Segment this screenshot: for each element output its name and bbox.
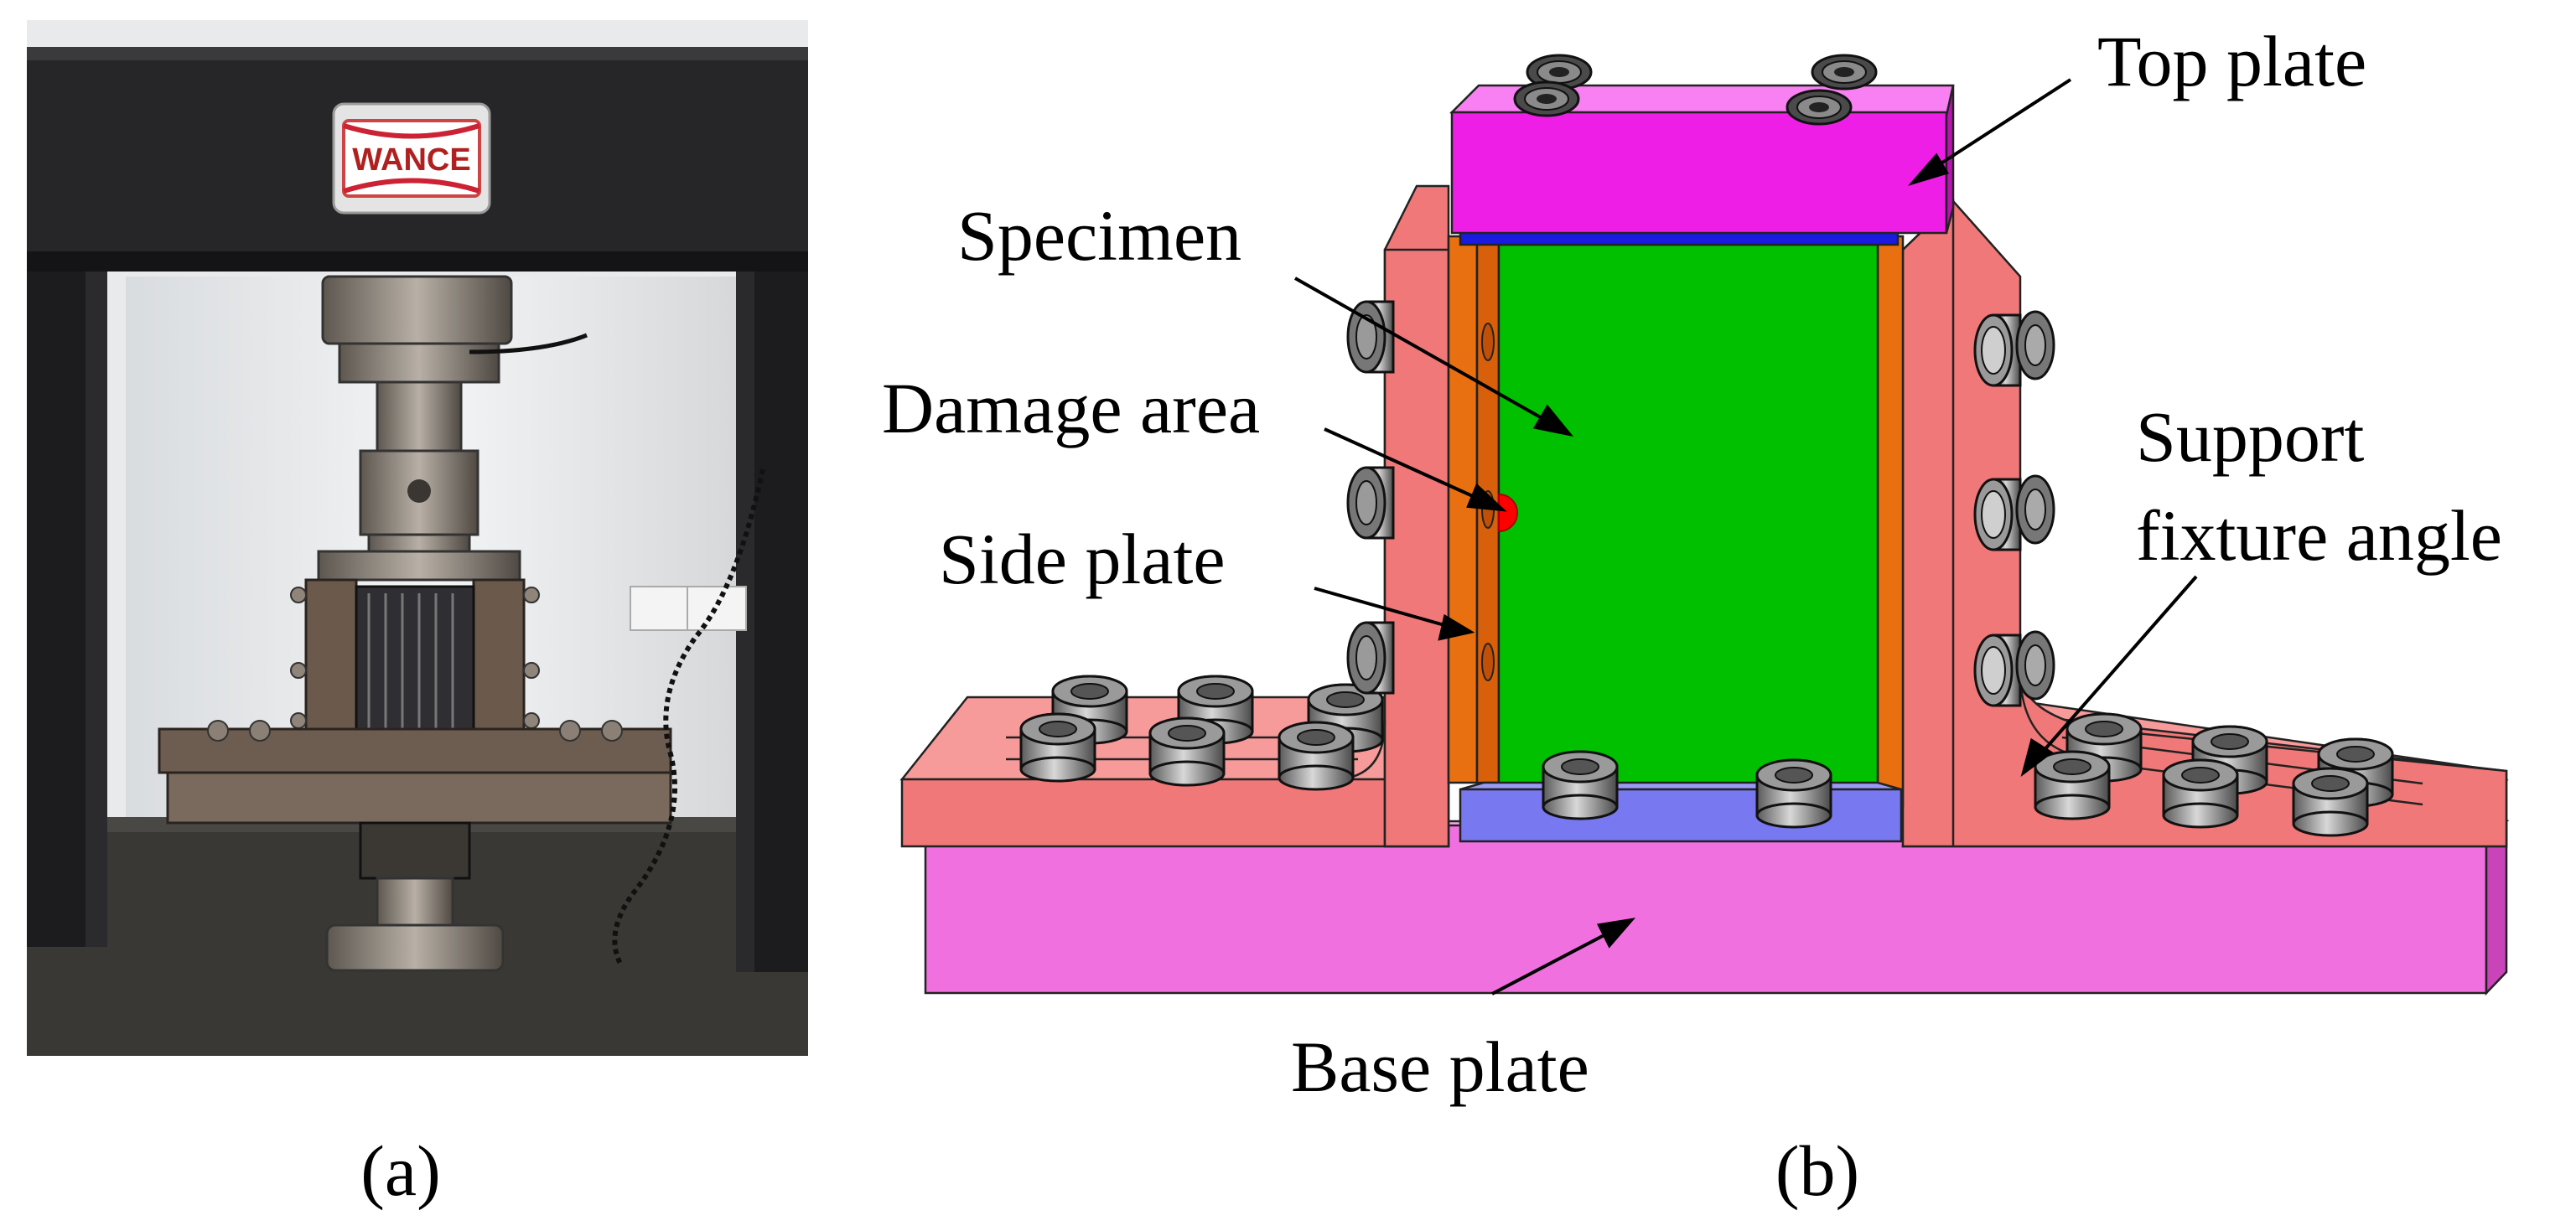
caption-a: (a) (360, 1130, 440, 1211)
machine-right-column (754, 251, 808, 972)
bolts-left-flange (1019, 675, 1384, 791)
base-plate (924, 819, 2510, 996)
caption-b: (b) (1775, 1130, 1859, 1211)
label-side-plate: Side plate (939, 519, 1226, 599)
machine-left-column (27, 251, 86, 947)
bolts-right-flange (2034, 712, 2394, 837)
leader-arrows (1294, 78, 2198, 996)
wance-logo: WANCE (332, 102, 491, 215)
bolts-right-wall (1973, 310, 2055, 707)
label-base-plate: Base plate (1291, 1027, 1589, 1107)
top-plate (1449, 54, 1955, 235)
label-top-plate: Top plate (2097, 21, 2366, 101)
bolts-left-wall (1346, 300, 1395, 695)
wance-logo-text: WANCE (352, 142, 470, 178)
label-support-line1: Support (2136, 396, 2364, 477)
label-damage-area: Damage area (882, 368, 1260, 448)
label-specimen: Specimen (957, 195, 1241, 276)
bottom-spacer (1459, 781, 1903, 843)
specimen (1497, 243, 1879, 791)
damage-area (1498, 493, 1518, 533)
side-plate-right (1876, 235, 1905, 808)
label-support-line2: fixture angle (2136, 495, 2502, 576)
panel-a-photo: WANCE (27, 20, 808, 1056)
